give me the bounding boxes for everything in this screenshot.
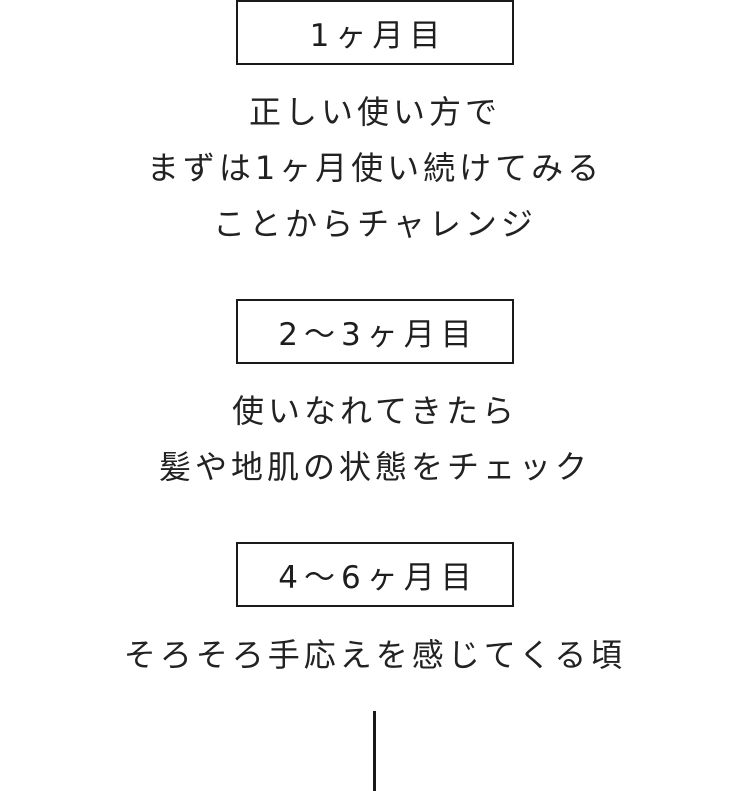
description-line: 使いなれてきたら	[231, 392, 519, 430]
stage-description-2: 使いなれてきたら 髪や地肌の状態をチェック	[0, 383, 750, 495]
stage-label-box-3: 4～6ヶ月目	[236, 542, 514, 607]
description-line: 正しい使い方で	[248, 93, 501, 131]
stage-label: 2～3ヶ月目	[278, 317, 478, 353]
vertical-connector-line-icon	[373, 711, 376, 791]
description-line: まずは1ヶ月使い続けてみる	[146, 149, 604, 187]
stage-description-3: そろそろ手応えを感じてくる頃	[0, 627, 750, 683]
description-line: そろそろ手応えを感じてくる頃	[123, 636, 627, 674]
description-line: ことからチャレンジ	[213, 205, 537, 243]
stage-description-1: 正しい使い方で まずは1ヶ月使い続けてみる ことからチャレンジ	[0, 84, 750, 252]
stage-label: 4～6ヶ月目	[278, 560, 478, 596]
stage-label: 1ヶ月目	[309, 18, 447, 54]
description-line: 髪や地肌の状態をチェック	[158, 448, 591, 486]
stage-label-box-1: 1ヶ月目	[236, 0, 514, 65]
stage-label-box-2: 2～3ヶ月目	[236, 299, 514, 364]
